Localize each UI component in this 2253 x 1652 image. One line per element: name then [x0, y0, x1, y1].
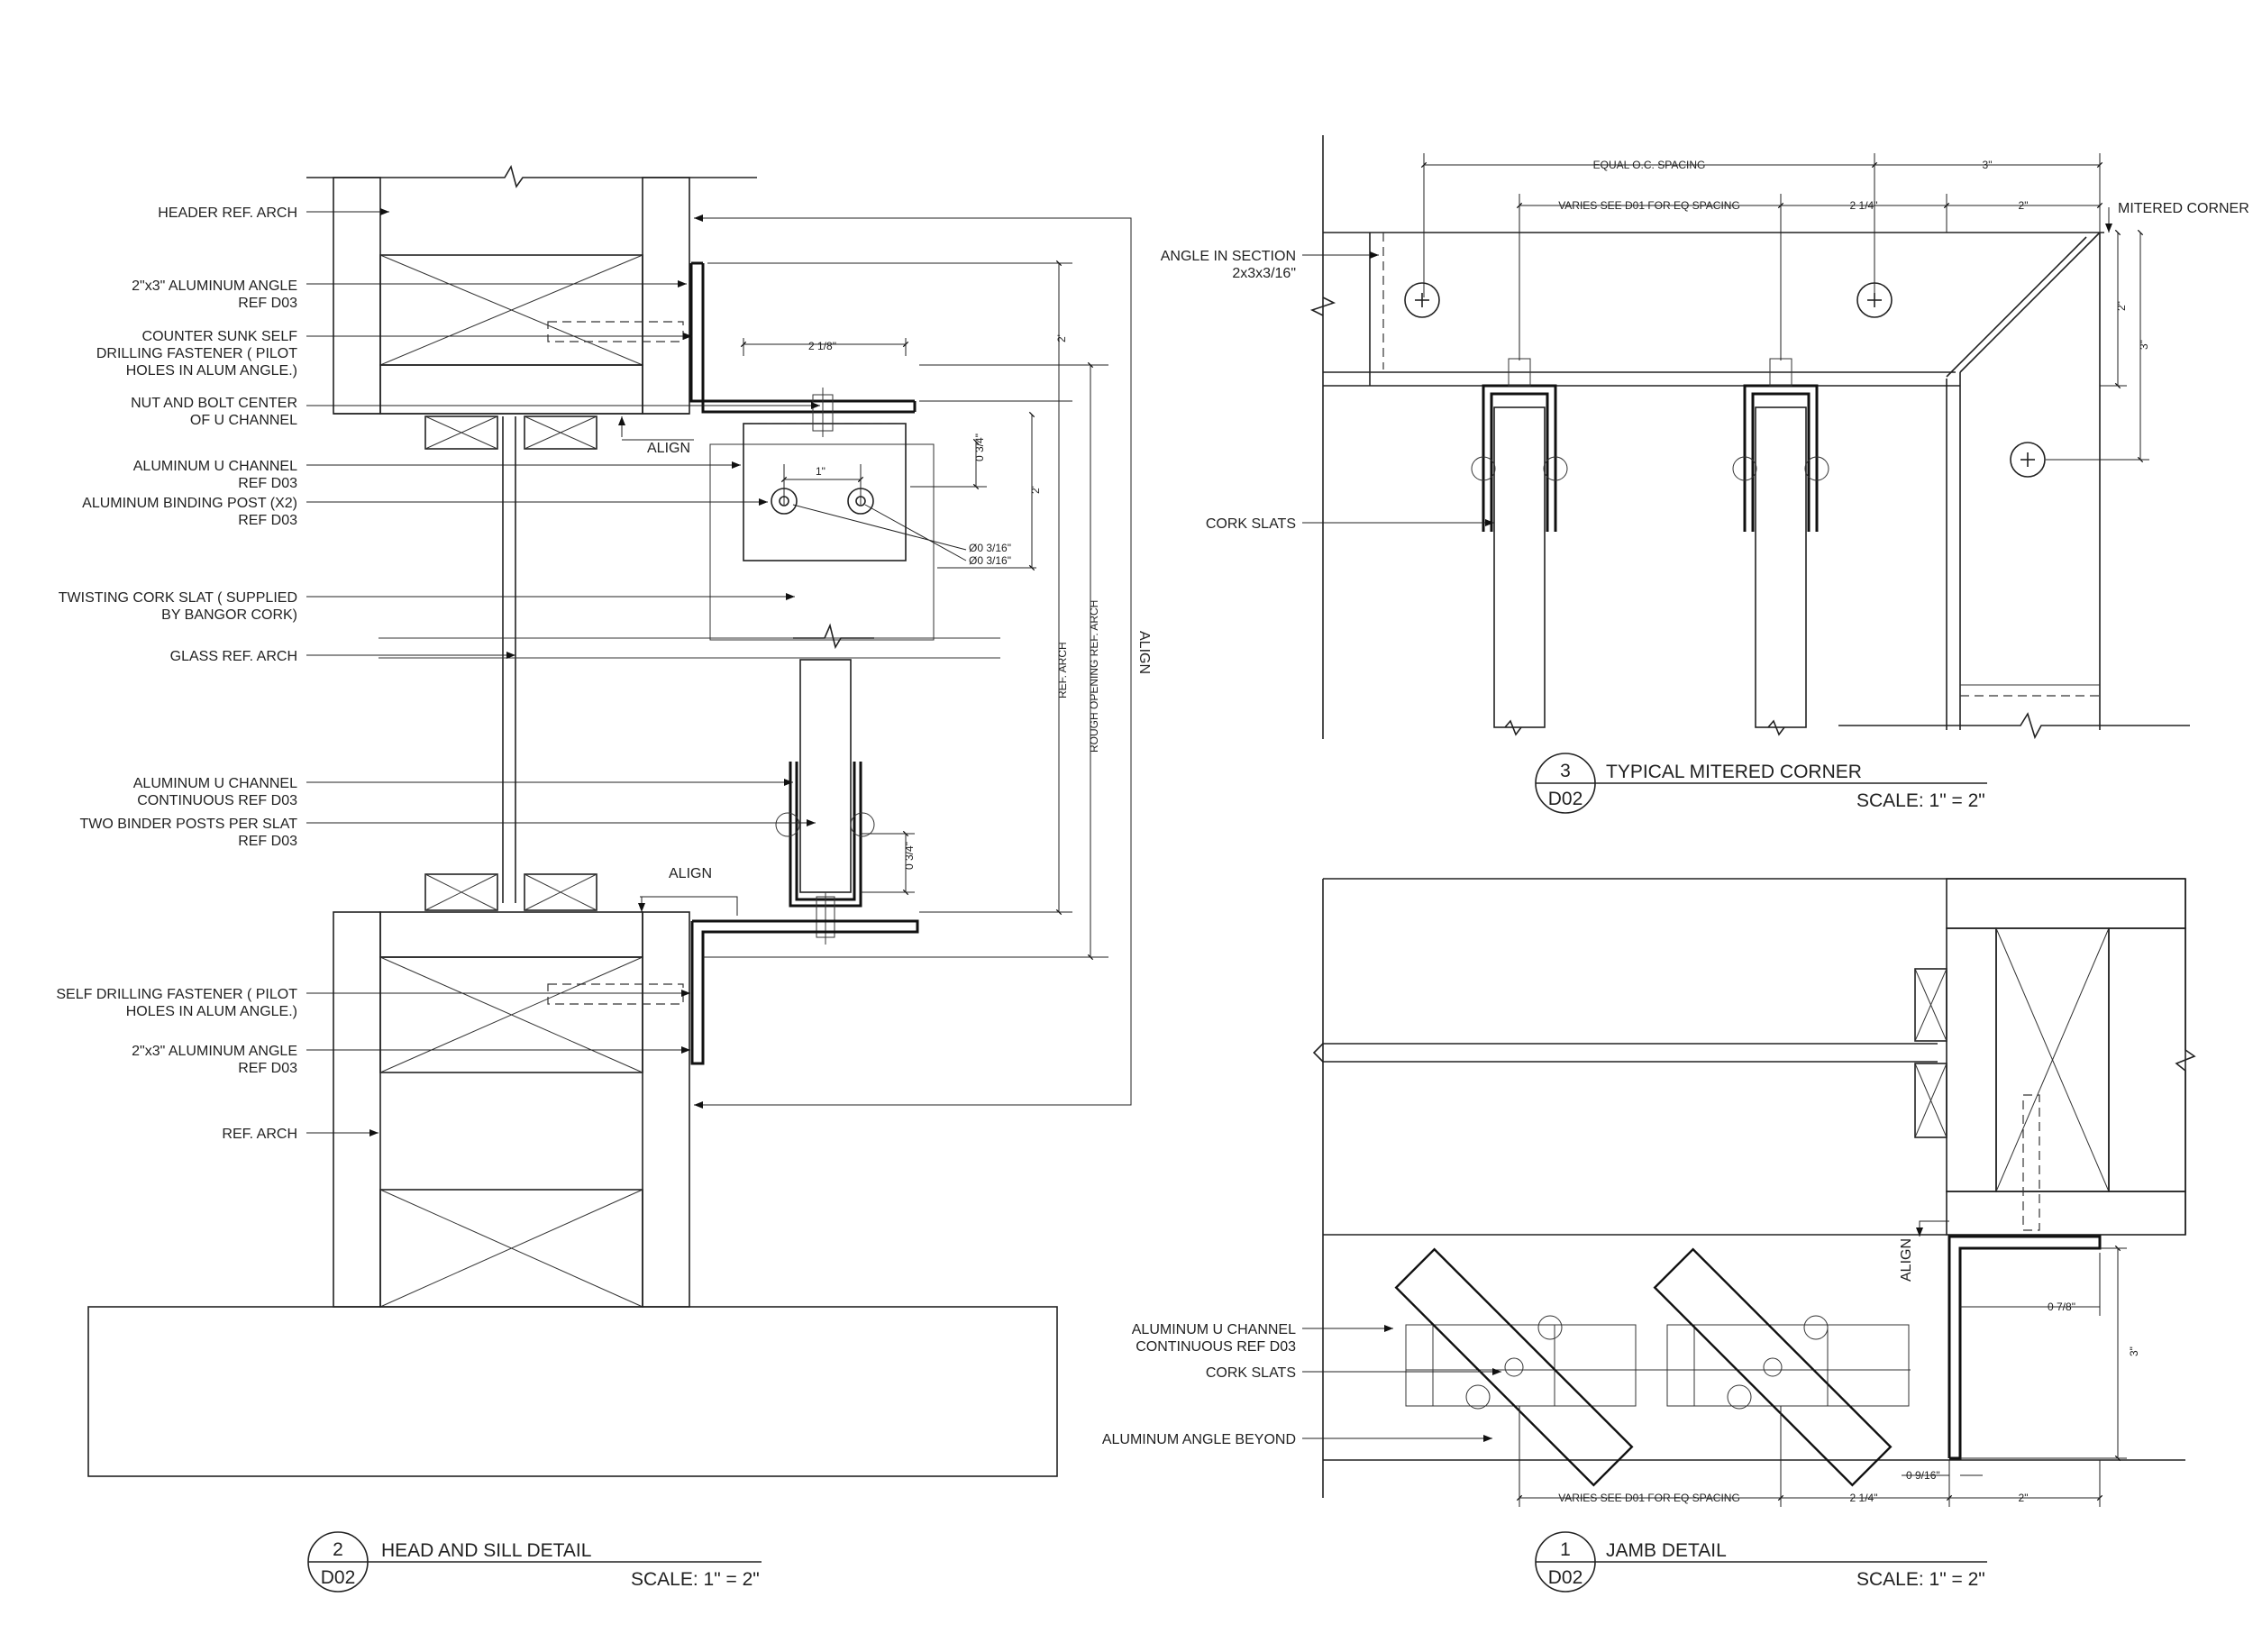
dim-3-vert-mitered: 3": [2138, 340, 2150, 350]
label-binder-posts: TWO BINDER POSTS PER SLAT: [79, 817, 297, 832]
dim-ref-arch: REF. ARCH: [1056, 642, 1069, 698]
dim-hole-1: Ø0 3/16": [969, 542, 1011, 554]
dim-2-mitered: 2": [2019, 199, 2029, 212]
label-self-drilling-2: HOLES IN ALUM ANGLE.): [126, 1004, 297, 1019]
label-aluminum-angle-sill: 2"x3" ALUMINUM ANGLE: [132, 1044, 297, 1059]
label-angle-beyond: ALUMINUM ANGLE BEYOND: [1102, 1432, 1296, 1447]
align-label-bottom: ALIGN: [669, 866, 712, 881]
label-u-channel-cont-ref: CONTINUOUS REF D03: [137, 793, 297, 808]
label-binding-post: ALUMINUM BINDING POST (X2): [82, 496, 297, 511]
dim-1-inch: 1": [816, 465, 825, 478]
label-binding-post-ref: REF D03: [238, 513, 297, 528]
label-glass: GLASS REF. ARCH: [170, 649, 297, 664]
label-aluminum-angle-head: 2"x3" ALUMINUM ANGLE: [132, 278, 297, 294]
dim-7-8: 0 7/8": [2048, 1301, 2075, 1313]
label-ref-arch: REF. ARCH: [222, 1127, 297, 1142]
dim-rough-opening: ROUGH OPENING REF. ARCH: [1088, 600, 1100, 753]
label-nut-bolt-1: NUT AND BOLT CENTER: [131, 396, 297, 411]
label-u-channel-jamb-ref: CONTINUOUS REF D03: [1136, 1339, 1296, 1355]
detail-scale-jamb: SCALE: 1" = 2": [1856, 1569, 1985, 1590]
label-u-channel-cont: ALUMINUM U CHANNEL: [133, 776, 297, 791]
dim-varies-mitered: VARIES SEE D01 FOR EQ SPACING: [1558, 199, 1740, 212]
detail-number-1: 1: [1560, 1539, 1571, 1560]
label-mitered-corner: MITERED CORNER: [2118, 201, 2249, 216]
dim-varies-jamb: VARIES SEE D01 FOR EQ SPACING: [1558, 1492, 1740, 1504]
align-label-vertical: ALIGN: [1136, 631, 1152, 674]
label-countersunk-fastener-3: HOLES IN ALUM ANGLE.): [126, 363, 297, 379]
dim-2-1-4-mitered: 2 1/4": [1850, 199, 1878, 212]
label-countersunk-fastener-2: DRILLING FASTENER ( PILOT: [96, 346, 297, 361]
label-u-channel-head: ALUMINUM U CHANNEL: [133, 459, 297, 474]
label-header-ref-arch: HEADER REF. ARCH: [158, 205, 297, 221]
label-cork-slat-2: BY BANGOR CORK): [161, 607, 297, 623]
align-label-jamb: ALIGN: [1899, 1238, 1914, 1282]
label-self-drilling-1: SELF DRILLING FASTENER ( PILOT: [56, 987, 297, 1002]
dim-2-jamb: 2": [2019, 1492, 2029, 1504]
dim-2-outer: 2': [1055, 334, 1068, 342]
dim-0-3-4-bottom: 0 3/4": [903, 842, 916, 870]
dim-2-inner: 2': [1029, 486, 1042, 494]
detail-sheet-1: D02: [1548, 1567, 1583, 1588]
label-u-channel-head-ref: REF D03: [238, 476, 297, 491]
label-aluminum-angle-sill-ref: REF D03: [238, 1061, 297, 1076]
jamb-detail: ALUMINUM U CHANNEL CONTINUOUS REF D03 CO…: [1102, 878, 2196, 1593]
dim-2-1-8: 2 1/8": [808, 340, 836, 352]
dim-3-vert-jamb: 3": [2128, 1346, 2140, 1356]
mitered-corner-detail: ANGLE IN SECTION 2x3x3/16" CORK SLATS MI…: [1161, 135, 2249, 814]
detail-title-jamb: JAMB DETAIL: [1606, 1540, 1727, 1561]
label-angle-in-section: ANGLE IN SECTION: [1161, 249, 1296, 264]
label-nut-bolt-2: OF U CHANNEL: [190, 413, 297, 428]
detail-title-head-sill: HEAD AND SILL DETAIL: [381, 1540, 591, 1561]
detail-scale-head-sill: SCALE: 1" = 2": [631, 1569, 760, 1590]
detail-scale-mitered: SCALE: 1" = 2": [1856, 790, 1985, 811]
label-u-channel-jamb: ALUMINUM U CHANNEL: [1132, 1322, 1296, 1337]
dim-hole-2: Ø0 3/16": [969, 554, 1011, 567]
detail-number-2: 2: [333, 1539, 343, 1560]
dim-2-1-4-jamb: 2 1/4": [1850, 1492, 1878, 1504]
head-sill-detail: HEADER REF. ARCH 2"x3" ALUMINUM ANGLE RE…: [56, 164, 1152, 1593]
dim-2-vert-mitered: 2": [2115, 301, 2128, 311]
dim-0-3-4-top: 0 3/4": [973, 434, 986, 461]
label-cork-slats-mitered: CORK SLATS: [1206, 516, 1296, 532]
label-binder-posts-ref: REF D03: [238, 834, 297, 849]
label-aluminum-angle-head-ref: REF D03: [238, 296, 297, 311]
dim-equal-oc: EQUAL O.C. SPACING: [1593, 159, 1706, 171]
detail-number-3: 3: [1560, 761, 1571, 781]
detail-sheet-2: D02: [321, 1567, 356, 1588]
label-angle-size: 2x3x3/16": [1232, 266, 1296, 281]
detail-title-mitered: TYPICAL MITERED CORNER: [1606, 762, 1862, 782]
dim-3-top: 3": [1983, 159, 1993, 171]
detail-sheet-3: D02: [1548, 789, 1583, 809]
label-cork-slat-1: TWISTING CORK SLAT ( SUPPLIED: [59, 590, 297, 606]
label-countersunk-fastener-1: COUNTER SUNK SELF: [142, 329, 298, 344]
dim-9-16: 0 9/16": [1906, 1469, 1940, 1482]
label-cork-slats-jamb: CORK SLATS: [1206, 1365, 1296, 1381]
align-label-top: ALIGN: [647, 441, 690, 456]
